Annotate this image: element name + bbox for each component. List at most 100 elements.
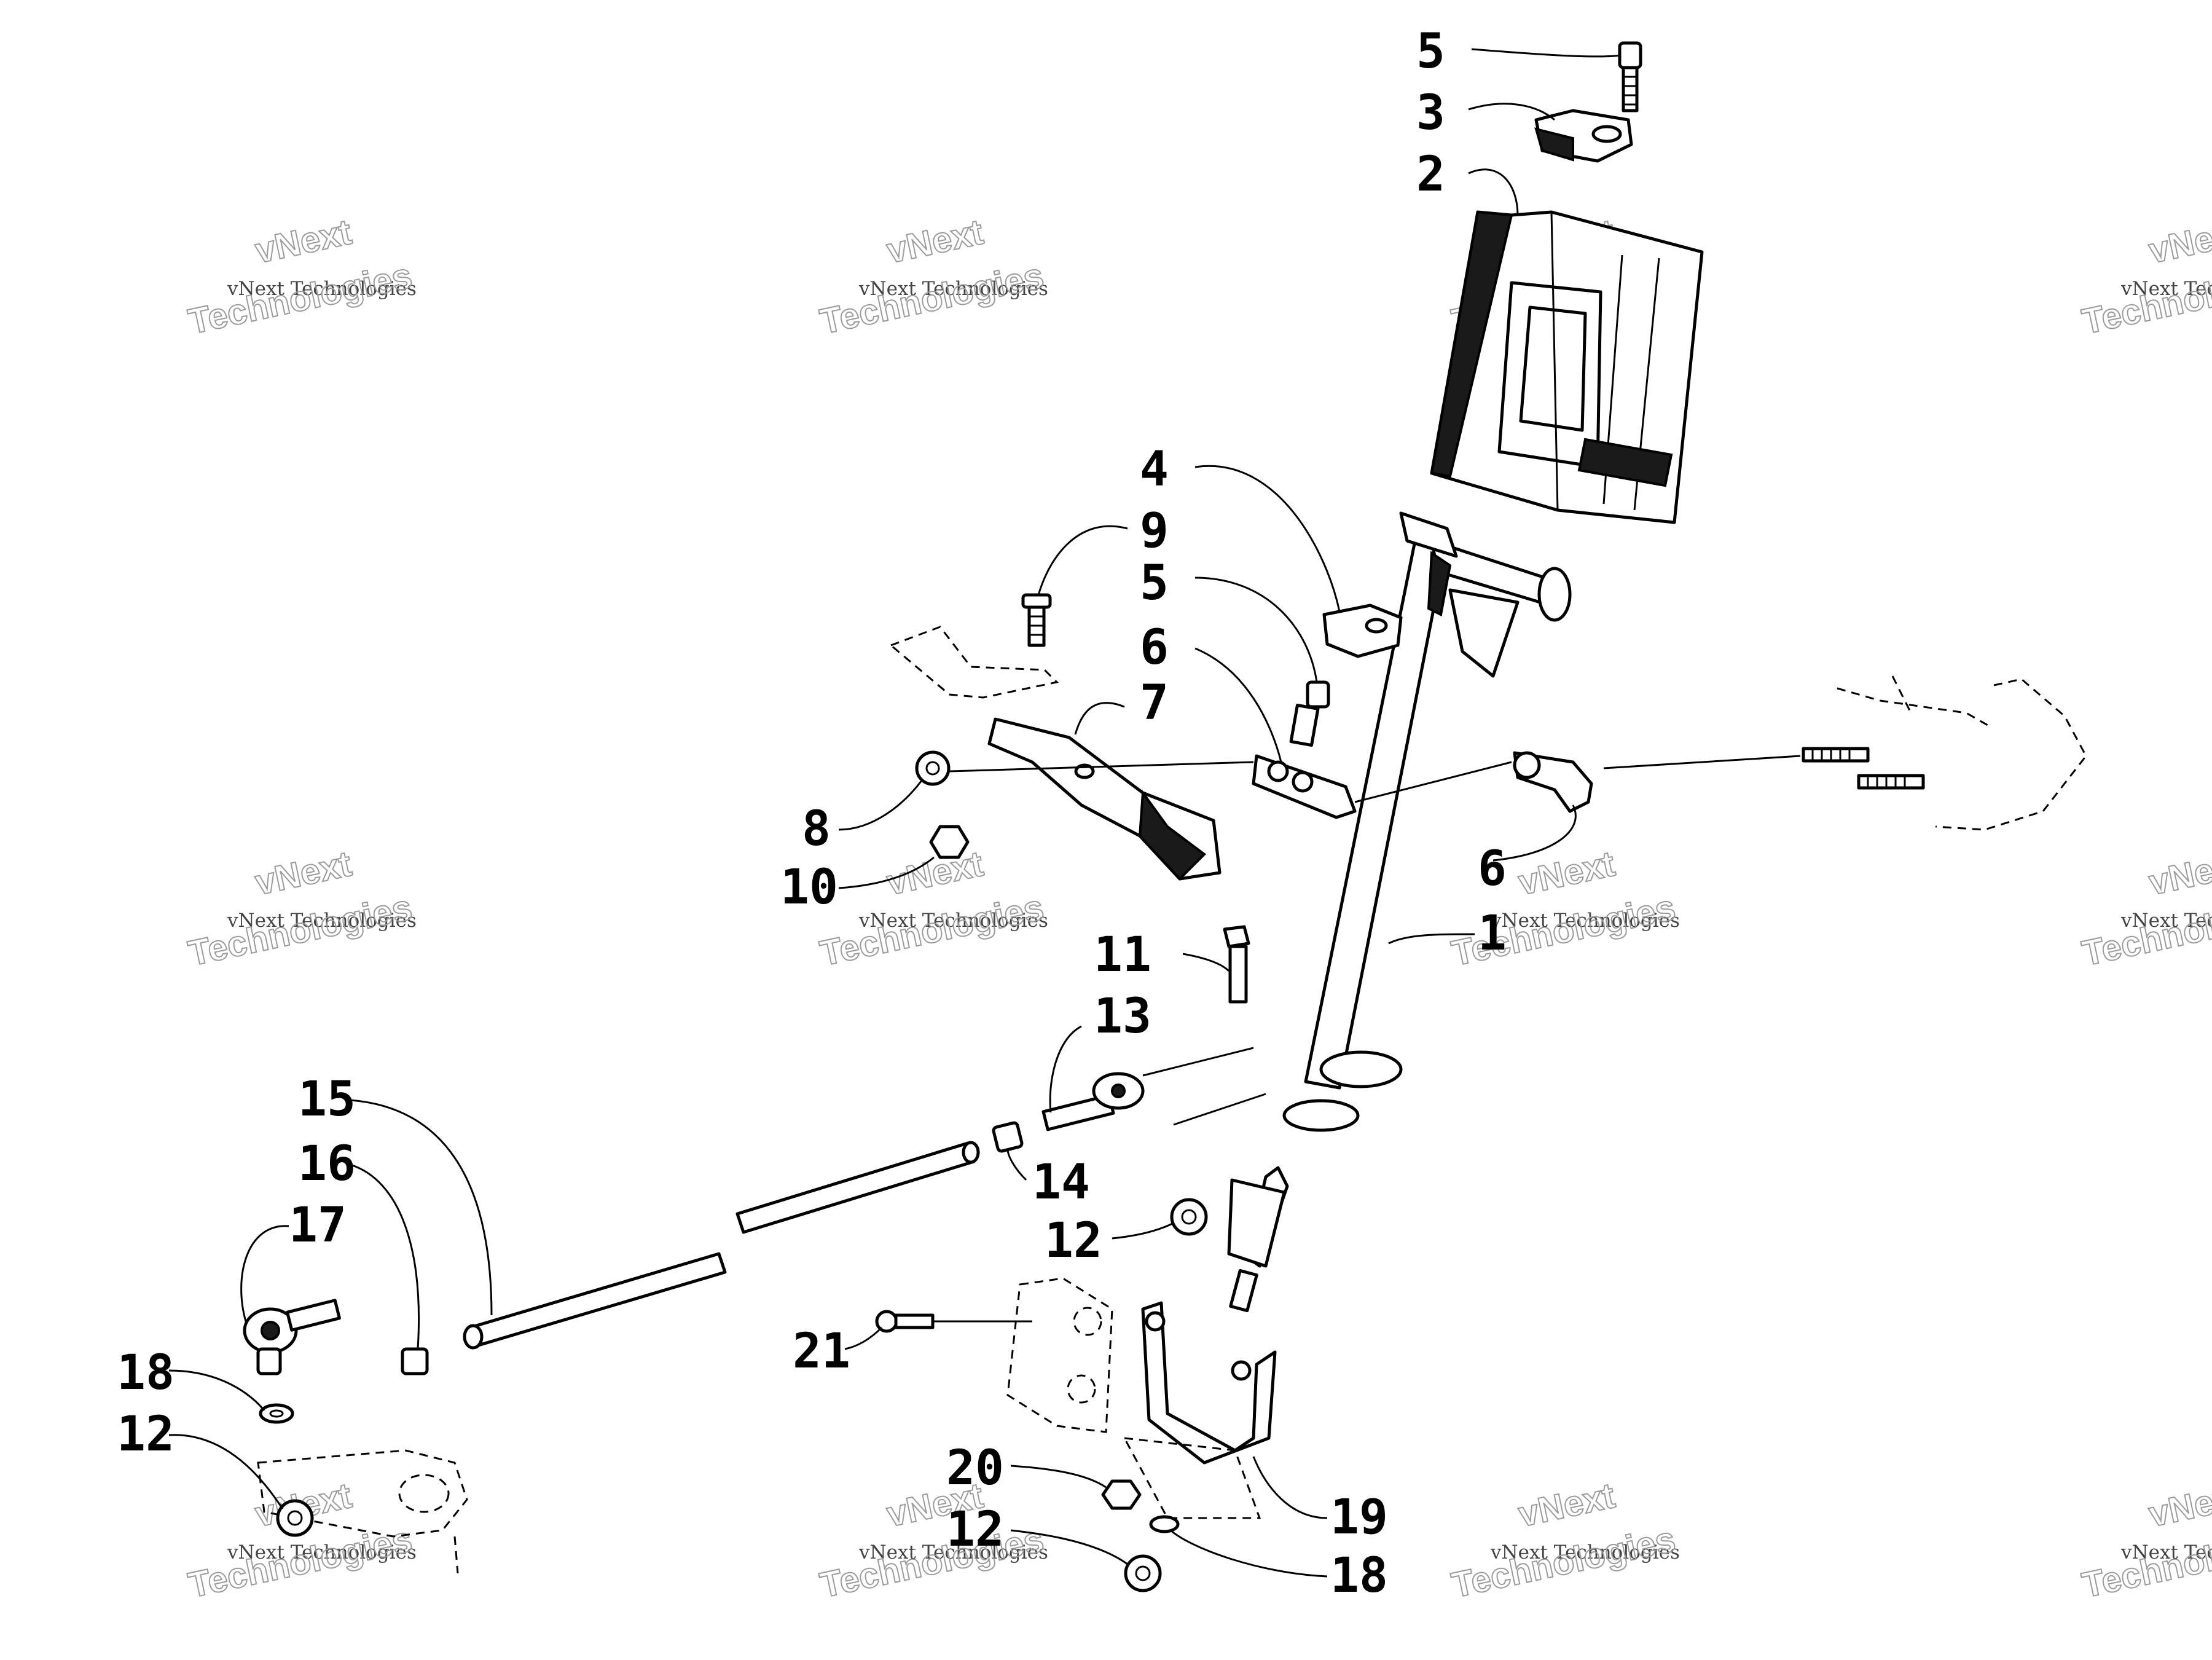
leader-18-left <box>168 1369 265 1411</box>
callout-21: 21 <box>793 1324 850 1379</box>
callout-13: 13 <box>1094 989 1151 1044</box>
watermark-small-text: vNext Technologies <box>227 1541 417 1564</box>
callout-4: 4 <box>1140 442 1169 497</box>
leader-12-lower <box>1010 1529 1128 1565</box>
part-18-washer-left <box>259 1403 294 1424</box>
leader-12-left <box>168 1434 284 1509</box>
watermark-large-line2: Technologies <box>817 887 1047 974</box>
leader-1 <box>1388 933 1475 945</box>
leader-6-tie <box>1354 761 1512 803</box>
callout-7: 7 <box>1140 675 1169 731</box>
part-4-clamp <box>1322 604 1403 658</box>
housing-dashed <box>1006 1277 1113 1433</box>
leader-5-top <box>1471 48 1622 58</box>
watermark: vNext Technologies vNext Technologies <box>2078 211 2212 342</box>
callout-6-right: 6 <box>1478 841 1507 897</box>
part-17-rod-end <box>243 1299 341 1375</box>
leader-10 <box>838 856 935 889</box>
watermark-large-line1: vNext <box>252 844 355 903</box>
watermarks: vNext Technologies vNext Technologies vN… <box>184 211 2212 1606</box>
part-20-nut <box>1101 1479 1142 1510</box>
watermark: vNext Technologies vNext Technologies <box>816 843 1048 974</box>
leader-17 <box>240 1225 289 1322</box>
callout-19: 19 <box>1330 1490 1388 1545</box>
leader-16 <box>350 1163 420 1350</box>
watermark-large-line1: vNext <box>2146 844 2212 903</box>
leader-7 <box>1074 702 1125 735</box>
leader-2 <box>1468 168 1519 216</box>
part-18-washer-lower <box>1149 1515 1180 1533</box>
part-9-bolt <box>1021 593 1052 647</box>
mating-part-dashed-left <box>889 626 1059 699</box>
part-15-tie-rod <box>463 1141 980 1350</box>
leader-5-mid <box>1194 576 1318 683</box>
callout-17: 17 <box>289 1198 347 1253</box>
watermark: vNext Technologies vNext Technologies <box>2078 843 2212 974</box>
watermark-large-line2: Technologies <box>817 256 1047 342</box>
part-21-screw <box>875 1310 935 1333</box>
part-7-bracket <box>987 717 1222 881</box>
part-12-nut-left <box>276 1499 314 1537</box>
leader-13 <box>1049 1025 1082 1113</box>
part-16-spacer <box>401 1347 429 1375</box>
callout-15: 15 <box>298 1072 356 1127</box>
part-2-handlebar-pad <box>1430 210 1704 524</box>
leader-19 <box>1252 1456 1328 1519</box>
part-1-steering-post <box>1227 511 1572 1313</box>
leader-20 <box>1010 1465 1107 1489</box>
watermark-large-line1: vNext <box>1515 844 1618 903</box>
callout-5-top: 5 <box>1416 24 1445 79</box>
leader-8 <box>838 780 923 831</box>
leader-9 <box>1037 525 1128 596</box>
watermark: vNext Technologies vNext Technologies <box>816 211 1048 342</box>
part-6-bushing-right <box>1513 751 1593 813</box>
watermark-large-line2: Technologies <box>185 256 415 342</box>
watermark-small-text: vNext Technologies <box>227 910 417 932</box>
leader-12-mid <box>1112 1222 1174 1240</box>
leader-3 <box>1468 103 1555 121</box>
callout-9: 9 <box>1140 503 1169 559</box>
part-13-rod-end <box>1041 1072 1145 1131</box>
watermark-large-line2: Technologies <box>817 1519 1047 1605</box>
part-3-handlebar-clamp <box>1534 109 1633 163</box>
part-6-bushing-plate-left <box>1252 754 1357 819</box>
leader-15 <box>350 1099 493 1316</box>
part-14-spacer <box>992 1121 1024 1153</box>
watermark-large-line2: Technologies <box>2079 256 2212 342</box>
leader-6-left <box>1194 647 1282 763</box>
watermark-large-line1: vNext <box>252 212 355 271</box>
watermark-small-text: vNext Technologies <box>1490 1541 1680 1564</box>
mating-part-dashed-right <box>1837 675 2087 831</box>
watermark-small-text: vNext Technologies <box>1490 910 1680 932</box>
watermark: vNext Technologies vNext Technologies <box>2078 1475 2212 1606</box>
callout-20: 20 <box>946 1441 1004 1496</box>
watermark-large-line1: vNext <box>884 212 987 271</box>
watermark-large-line2: Technologies <box>2079 887 2212 974</box>
leader-13-tie <box>1142 1047 1254 1077</box>
callout-2: 2 <box>1416 147 1445 202</box>
callout-12-lower: 12 <box>946 1502 1004 1557</box>
watermark: vNext Technologies vNext Technologies <box>184 843 417 974</box>
leader-studs-tie <box>1603 755 1801 769</box>
leader-11 <box>1182 953 1230 972</box>
watermark-small-text: vNext Technologies <box>2120 910 2212 932</box>
callout-18-left: 18 <box>117 1345 175 1401</box>
watermark-large-line1: vNext <box>2146 1476 2212 1535</box>
leader-4 <box>1194 465 1341 612</box>
callout-18-lower: 18 <box>1330 1548 1388 1603</box>
watermark: vNext Technologies vNext Technologies <box>1448 1475 1680 1606</box>
part-10-lock-nut <box>929 825 970 859</box>
part-5-cap-screw-mid <box>1289 680 1330 747</box>
watermark-small-text: vNext Technologies <box>858 1541 1048 1564</box>
watermark-small-text: vNext Technologies <box>227 278 417 300</box>
leader-18-lower <box>1170 1529 1328 1578</box>
watermark-small-text: vNext Technologies <box>858 910 1048 932</box>
part-12-nut-lower <box>1124 1554 1162 1592</box>
watermark-small-text: vNext Technologies <box>2120 278 2212 300</box>
leader-6-right <box>1492 804 1577 862</box>
watermark-large-line2: Technologies <box>1448 1519 1679 1605</box>
callout-14: 14 <box>1032 1155 1090 1210</box>
watermark-large-line1: vNext <box>2146 212 2212 271</box>
leader-12-tie <box>1173 1093 1266 1126</box>
